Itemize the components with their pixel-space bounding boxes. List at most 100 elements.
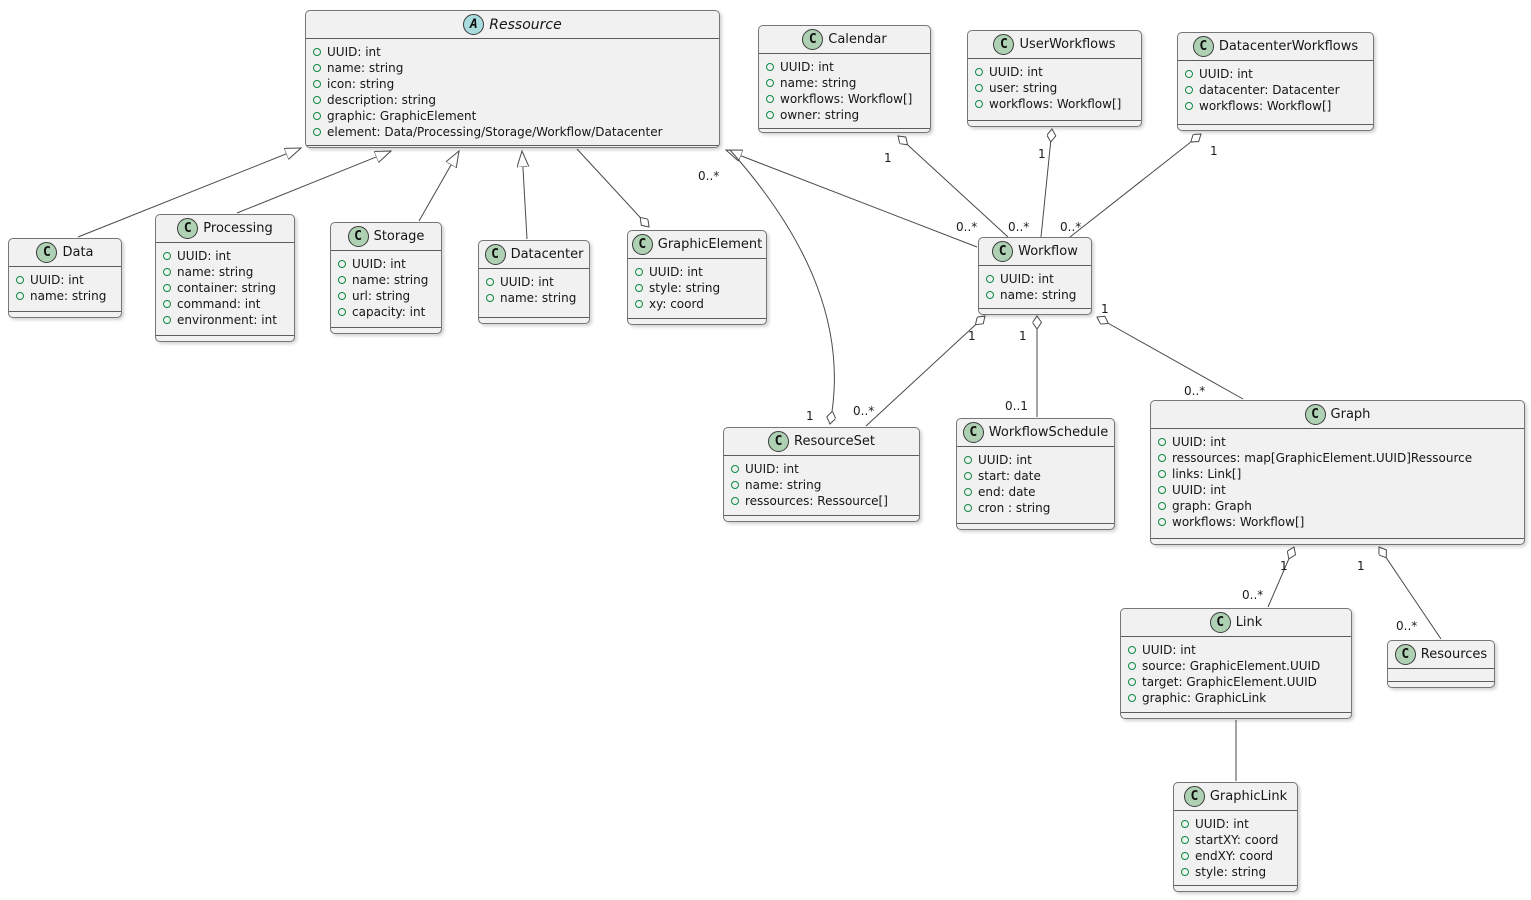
field-visibility-icon [313,128,321,136]
field-visibility-icon [313,96,321,104]
field-visibility-icon [1128,646,1136,654]
field-visibility-icon [766,95,774,103]
field-visibility-icon [486,278,494,286]
attribute-text: name: string [327,61,404,75]
class-attribute: UUID: int [1158,434,1517,450]
class-attribute: source: GraphicElement.UUID [1128,658,1344,674]
attribute-text: icon: string [327,77,395,91]
class-attribute: UUID: int [1158,482,1517,498]
multiplicity-label: 1 [968,329,976,343]
methods-compartment [306,145,719,147]
multiplicity-label: 0..* [1060,220,1081,234]
class-attribute: cron : string [964,500,1107,516]
class-attribute: UUID: int [731,461,912,477]
field-visibility-icon [1158,470,1166,478]
class-attribute: UUID: int [975,64,1134,80]
generalization-workflow-ressource [726,150,978,248]
class-title: Ressource [489,16,562,33]
field-visibility-icon [313,64,321,72]
attribute-text: graphic: GraphicLink [1142,691,1267,705]
attribute-text: name: string [745,478,822,492]
methods-compartment [479,317,589,323]
attribute-text: UUID: int [30,273,84,287]
class-title: UserWorkflows [1019,37,1116,52]
class-attribute: environment: int [163,312,287,328]
attribute-text: name: string [352,273,429,287]
field-visibility-icon [313,80,321,88]
class-attribute: UUID: int [635,264,759,280]
field-visibility-icon [1158,502,1166,510]
field-visibility-icon [338,260,346,268]
multiplicity-label: 0..* [1008,220,1029,234]
field-visibility-icon [964,504,972,512]
class-attribute: name: string [766,75,923,91]
class-attribute: ressources: Ressource[] [731,493,912,509]
field-visibility-icon [986,291,994,299]
class-title: DatacenterWorkflows [1218,39,1359,54]
class-attribute: endXY: coord [1181,848,1290,864]
field-visibility-icon [975,84,983,92]
class-title: Datacenter [510,247,584,262]
class-attribute: container: string [163,280,287,296]
class-attribute: element: Data/Processing/Storage/Workflo… [313,124,712,140]
class-header: A Ressource [306,11,719,39]
aggregation-ressource-resourceset [729,149,834,424]
class-attribute: icon: string [313,76,712,92]
multiplicity-label: 1 [1019,329,1027,343]
field-visibility-icon [1158,454,1166,462]
class-icon: C [1209,612,1231,633]
class-attribute: graphic: GraphicElement [313,108,712,124]
methods-compartment [9,311,121,317]
methods-compartment [156,335,294,341]
field-visibility-icon [1181,836,1189,844]
class-icon: C [802,29,824,50]
class-attribute: capacity: int [338,304,434,320]
attribute-text: cron : string [978,501,1051,515]
class-attribute: UUID: int [313,44,712,60]
attribute-text: url: string [352,289,411,303]
class-attribute: name: string [986,287,1084,303]
field-visibility-icon [766,79,774,87]
class-icon: C [993,34,1015,55]
class-attribute: graph: Graph [1158,498,1517,514]
class-header: C Calendar [759,26,930,54]
class-attribute: UUID: int [766,59,923,75]
aggregation-ressource-graphicelement [576,148,649,227]
class-attribute: start: date [964,468,1107,484]
class-icon: C [992,241,1014,262]
attribute-text: command: int [177,297,261,311]
field-visibility-icon [486,294,494,302]
attribute-text: UUID: int [177,249,231,263]
class-attribute: command: int [163,296,287,312]
class-attribute: UUID: int [964,452,1107,468]
methods-compartment [968,120,1141,126]
multiplicity-label: 0..* [1184,384,1205,398]
field-visibility-icon [975,100,983,108]
attribute-text: environment: int [177,313,277,327]
field-visibility-icon [163,268,171,276]
attribute-text: graph: Graph [1172,499,1252,513]
class-attribute: name: string [313,60,712,76]
methods-compartment [331,327,441,333]
class-title: GraphicLink [1209,789,1288,804]
attribute-text: UUID: int [1199,67,1253,81]
attribute-text: UUID: int [989,65,1043,79]
field-visibility-icon [163,284,171,292]
methods-compartment [1121,712,1351,718]
class-icon: C [484,244,506,265]
attribute-text: capacity: int [352,305,426,319]
attribute-text: name: string [500,291,577,305]
attribute-text: xy: coord [649,297,704,311]
attribute-text: name: string [780,76,857,90]
